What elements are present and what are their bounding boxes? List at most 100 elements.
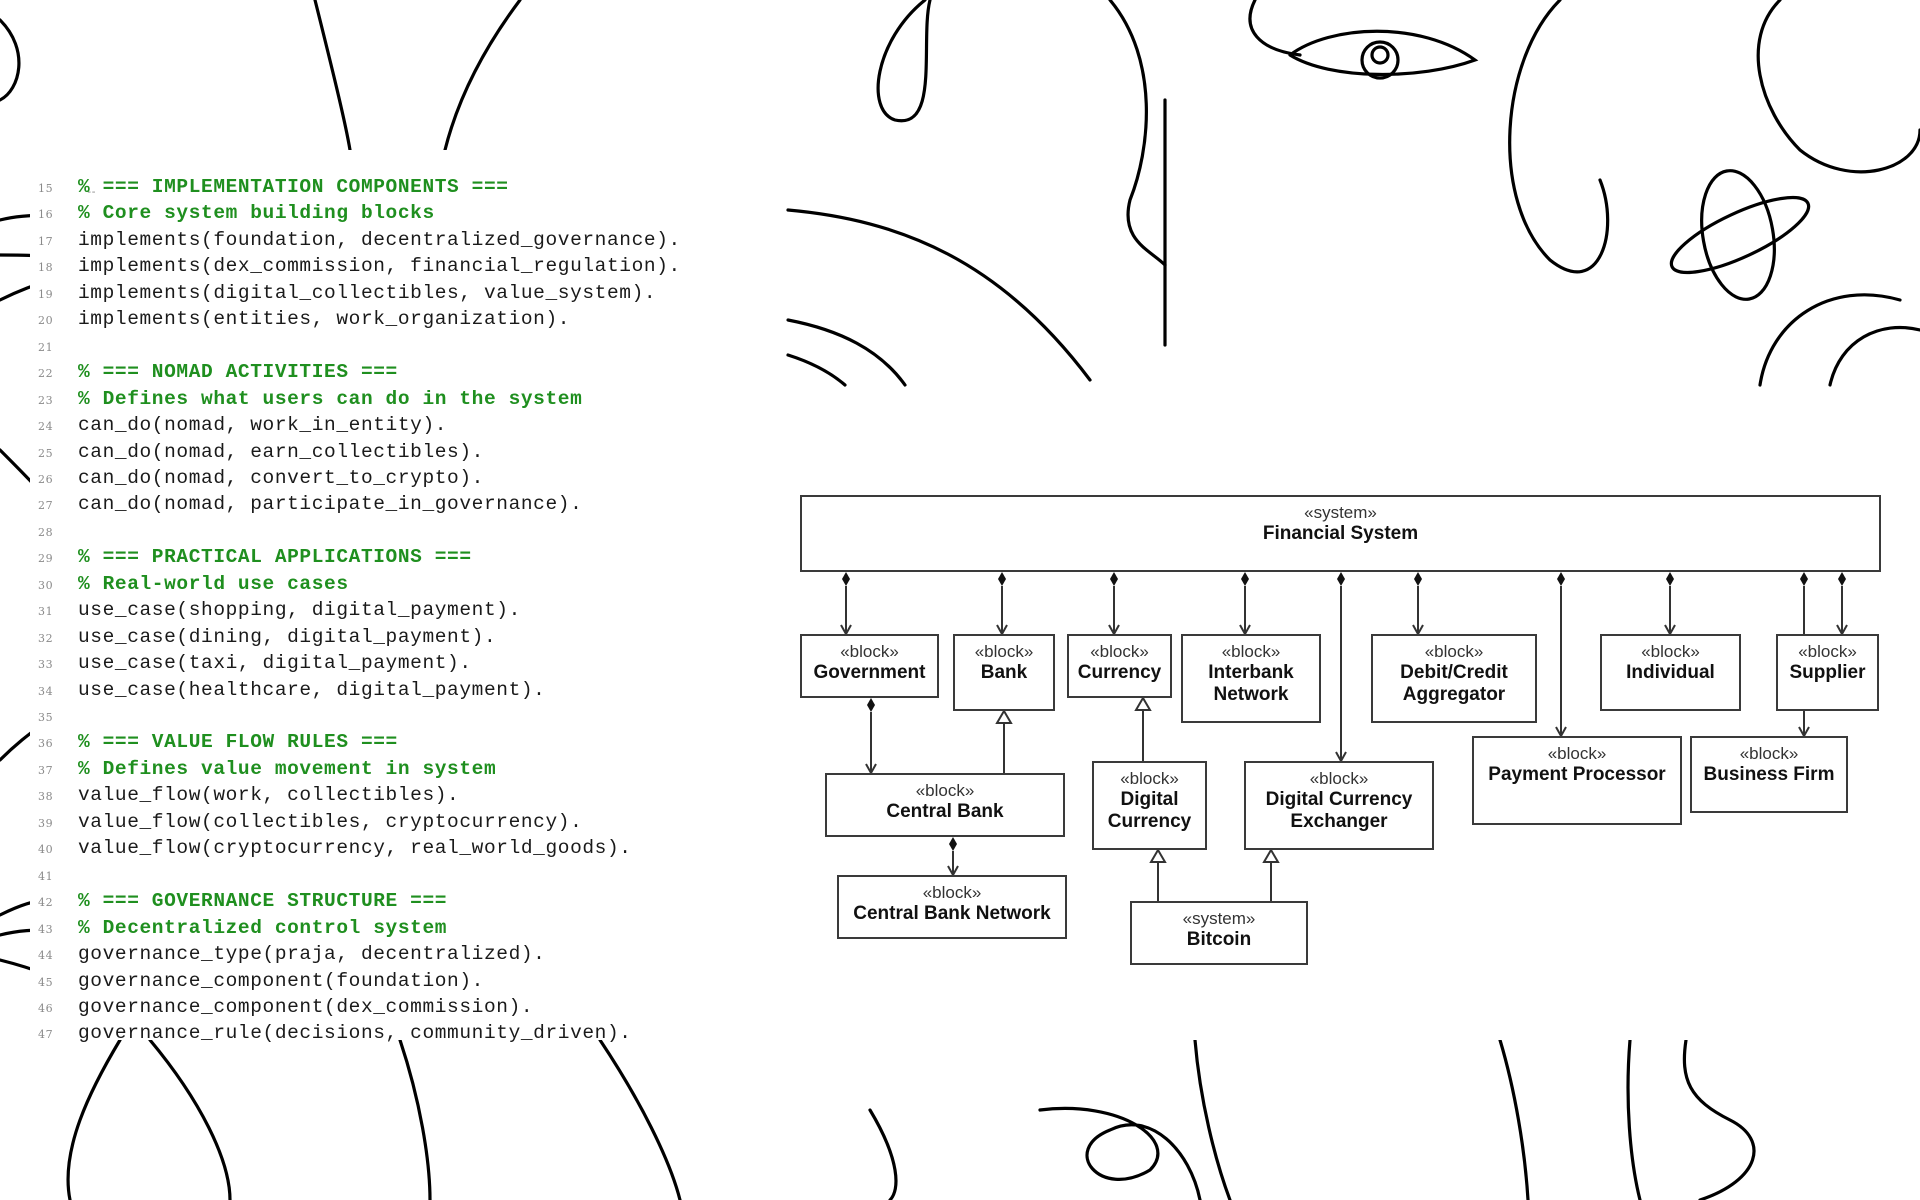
code-comment-line: 30 % Real-world use cases bbox=[30, 570, 349, 596]
block-payment-processor[interactable]: «block»Payment Processor bbox=[1472, 736, 1682, 825]
composition-diamond-icon bbox=[867, 698, 875, 712]
code-blank-line: 21 bbox=[30, 332, 78, 358]
block-stereotype: «system» bbox=[1182, 909, 1256, 928]
line-art-stroke bbox=[1038, 1107, 1202, 1200]
composition-diamond-icon bbox=[1110, 572, 1118, 586]
line-number: 45 bbox=[38, 975, 54, 989]
generalization-triangle-icon bbox=[1262, 848, 1280, 863]
block-government[interactable]: «block»Government bbox=[800, 634, 939, 698]
line-text: value_flow(cryptocurrency, real_world_go… bbox=[78, 837, 632, 860]
line-text: % === PRACTICAL APPLICATIONS === bbox=[78, 546, 472, 569]
block-name: Central Bank bbox=[886, 801, 1004, 822]
line-number: 40 bbox=[38, 843, 54, 857]
block-name: Central Bank Network bbox=[853, 903, 1051, 924]
line-number: 21 bbox=[38, 340, 54, 354]
line-text: can_do(nomad, work_in_entity). bbox=[78, 414, 448, 437]
line-text: governance_type(praja, decentralized). bbox=[78, 943, 546, 966]
line-text: % === GOVERNANCE STRUCTURE === bbox=[78, 890, 448, 913]
line-number: 46 bbox=[38, 1001, 54, 1015]
composition-diamond-icon bbox=[1800, 572, 1808, 586]
line-text: governance_component(foundation). bbox=[78, 969, 484, 992]
line-text: governance_rule(decisions, community_dri… bbox=[78, 1022, 632, 1045]
line-number: 23 bbox=[38, 393, 54, 407]
code-line: 40 value_flow(cryptocurrency, real_world_… bbox=[30, 834, 632, 860]
block-central-bank[interactable]: «block»Central Bank bbox=[825, 773, 1065, 837]
block-stereotype: «block» bbox=[1739, 744, 1799, 763]
composition-diamond-icon bbox=[949, 837, 957, 851]
line-text: % Real-world use cases bbox=[78, 572, 349, 595]
block-stereotype: «block» bbox=[1547, 744, 1607, 763]
block-name: Digital Currency bbox=[1107, 789, 1192, 832]
line-text: % === NOMAD ACTIVITIES === bbox=[78, 361, 398, 384]
code-blank-line: 35 bbox=[30, 702, 78, 728]
code-blank-line: 28 bbox=[30, 517, 78, 543]
line-art-stroke bbox=[313, 0, 352, 152]
block-currency[interactable]: «block»Currency bbox=[1067, 634, 1172, 698]
line-text: % Defines what users can do in the syste… bbox=[78, 387, 583, 410]
line-number: 33 bbox=[38, 658, 54, 672]
line-number: 30 bbox=[38, 578, 54, 592]
line-art-stroke bbox=[1758, 293, 1902, 387]
line-art-stroke bbox=[443, 0, 522, 152]
code-line: 17 implements(foundation, decentralized_g… bbox=[30, 226, 681, 252]
line-number: 29 bbox=[38, 552, 54, 566]
block-bitcoin[interactable]: «system»Bitcoin bbox=[1130, 901, 1308, 965]
line-text: % === VALUE FLOW RULES === bbox=[78, 731, 398, 754]
line-number: 24 bbox=[38, 420, 54, 434]
block-financial-system[interactable]: «system»Financial System bbox=[800, 495, 1881, 572]
line-number: 39 bbox=[38, 816, 54, 830]
block-business-firm[interactable]: «block»Business Firm bbox=[1690, 736, 1848, 813]
line-art-stroke bbox=[1248, 0, 1302, 57]
block-digital-currency[interactable]: «block»Digital Currency bbox=[1092, 761, 1207, 850]
composition-diamond-icon bbox=[1337, 572, 1345, 586]
line-art-stroke bbox=[598, 1038, 682, 1200]
line-art-stroke bbox=[786, 353, 847, 387]
code-line: 24 can_do(nomad, work_in_entity). bbox=[30, 411, 447, 437]
truncated-line: -- bbox=[30, 150, 127, 198]
block-stereotype: «block» bbox=[1641, 642, 1700, 661]
line-number: 42 bbox=[38, 896, 54, 910]
block-stereotype: «block» bbox=[1424, 642, 1484, 661]
block-name: Digital Currency Exchanger bbox=[1265, 789, 1413, 832]
block-name: Bitcoin bbox=[1186, 929, 1252, 950]
block-bank[interactable]: «block»Bank bbox=[953, 634, 1055, 711]
line-art-stroke bbox=[1682, 1038, 1756, 1200]
line-art-stroke bbox=[1508, 0, 1610, 274]
block-name: Interbank Network bbox=[1208, 662, 1294, 705]
line-text: % Core system building blocks bbox=[78, 202, 435, 225]
block-stereotype: «block» bbox=[840, 642, 899, 661]
block-supplier[interactable]: «block»Supplier bbox=[1776, 634, 1879, 711]
block-individual[interactable]: «block»Individual bbox=[1600, 634, 1741, 711]
line-art-stroke bbox=[868, 1108, 898, 1200]
block-debit-credit-aggregator[interactable]: «block»Debit/Credit Aggregator bbox=[1371, 634, 1537, 723]
line-text: can_do(nomad, earn_collectibles). bbox=[78, 440, 484, 463]
line-number: 44 bbox=[38, 949, 54, 963]
block-stereotype: «system» bbox=[1304, 503, 1377, 522]
code-line: 44 governance_type(praja, decentralized). bbox=[30, 940, 545, 966]
block-digital-currency-exchanger[interactable]: «block»Digital Currency Exchanger bbox=[1244, 761, 1434, 850]
block-stereotype: «block» bbox=[1090, 642, 1149, 661]
block-central-bank-network[interactable]: «block»Central Bank Network bbox=[837, 875, 1067, 939]
generalization-triangle-icon bbox=[1134, 696, 1152, 711]
line-number: 17 bbox=[38, 234, 54, 248]
generalization-triangle-icon bbox=[1149, 848, 1167, 863]
line-text: use_case(dining, digital_payment). bbox=[78, 625, 497, 648]
line-number: 31 bbox=[38, 605, 54, 619]
block-interbank-network[interactable]: «block»Interbank Network bbox=[1181, 634, 1321, 723]
block-name: Individual bbox=[1626, 662, 1715, 683]
line-text: implements(foundation, decentralized_gov… bbox=[78, 228, 681, 251]
line-art-stroke bbox=[1828, 325, 1920, 387]
line-art-stroke bbox=[148, 1038, 232, 1200]
block-name: Bank bbox=[980, 662, 1028, 683]
line-text: implements(digital_collectibles, value_s… bbox=[78, 281, 657, 304]
code-comment-line: 29 % === PRACTICAL APPLICATIONS === bbox=[30, 543, 472, 569]
line-text: use_case(healthcare, digital_payment). bbox=[78, 678, 546, 701]
block-stereotype: «block» bbox=[974, 642, 1034, 661]
